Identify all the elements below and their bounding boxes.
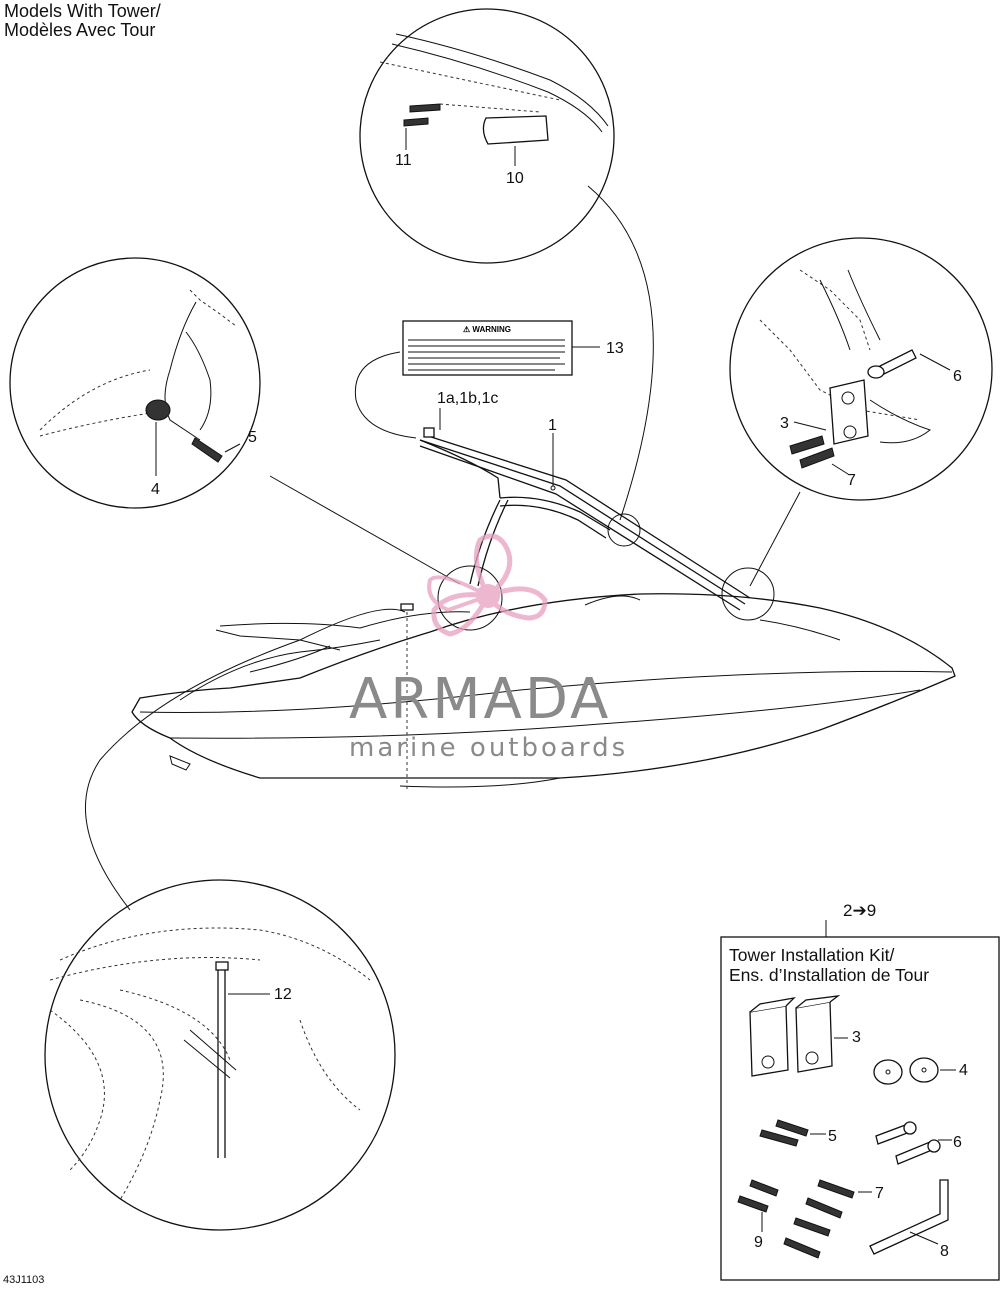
kit-bolt-7d (783, 1237, 821, 1259)
detail-marker-mirror (607, 513, 641, 547)
kit-callout-5: 5 (828, 1128, 837, 1145)
callout-4: 4 (151, 481, 160, 498)
kit-bolt-7c (793, 1217, 831, 1237)
kit-pin-6b (895, 1141, 933, 1165)
callout-1abc: 1a,1b,1c (437, 390, 498, 407)
mount-bracket-detail (829, 379, 869, 445)
bolt-detail-lower (799, 447, 835, 469)
detail-mirror (359, 8, 615, 264)
kit-washer-right (909, 1057, 939, 1083)
mirror-part (482, 115, 549, 145)
tower-frame (419, 427, 751, 611)
detail-marker-rear-mount (721, 567, 775, 621)
callout-11: 11 (395, 152, 412, 169)
figure-code: 43J1103 (3, 1274, 45, 1286)
kit-title-line2: Ens. d’Installation de Tour (729, 965, 930, 985)
kit-callout-9: 9 (754, 1234, 763, 1251)
kit-bracket-right (795, 1001, 833, 1073)
mirror-screw-upper (409, 103, 441, 113)
brand-watermark-name: ARMADA (349, 667, 612, 732)
page-title: Models With Tower/ Modèles Avec Tour (4, 2, 161, 40)
brand-logo-propeller (427, 533, 548, 637)
kit-box (720, 936, 1000, 1281)
callout-7: 7 (847, 472, 856, 489)
kit-callout-8: 8 (940, 1243, 949, 1260)
clevis-pin-detail (879, 349, 917, 375)
kit-washer-left (873, 1059, 903, 1085)
callout-13: 13 (606, 340, 624, 357)
boat-hull (131, 593, 956, 788)
kit-hex-key (869, 1179, 949, 1255)
kit-callout-3: 3 (852, 1029, 861, 1046)
bolt-detail-upper (789, 435, 825, 455)
kit-bolt-5b (775, 1119, 809, 1137)
page-title-line2: Modèles Avec Tour (4, 20, 156, 40)
kit-range-label: 2➔9 (843, 901, 877, 920)
bolt-detail (191, 437, 223, 463)
detail-pin (44, 879, 396, 1231)
pin-head (215, 961, 229, 971)
kit-bolt-7b (805, 1197, 843, 1219)
kit-bracket-left (749, 1005, 789, 1077)
detail-marker-front-mount (437, 565, 503, 631)
leader-lines (84, 185, 827, 937)
detail-rear-mount (729, 237, 993, 501)
kit-callout-4: 4 (959, 1062, 968, 1079)
callout-6: 6 (953, 368, 962, 385)
kit-callout-6: 6 (953, 1134, 962, 1151)
tower-end-cap-marker (423, 427, 435, 438)
warning-decal-heading: ⚠ WARNING (463, 325, 511, 334)
detail-front-mount (9, 257, 261, 509)
callout-5: 5 (248, 429, 257, 446)
kit-bolt-9a (749, 1179, 779, 1197)
kit-title-line1: Tower Installation Kit/ (729, 945, 895, 965)
warning-decal: ⚠ WARNING (402, 320, 573, 376)
callout-3: 3 (780, 415, 789, 432)
washer-detail (145, 399, 171, 421)
page-title-line1: Models With Tower/ (4, 1, 161, 21)
callout-1: 1 (548, 417, 557, 434)
callout-12: 12 (274, 986, 292, 1003)
kit-bolt-7a (817, 1179, 855, 1199)
callout-labels: 13 1a,1b,1c 1 11 10 4 5 6 3 7 12 3 4 5 6… (151, 152, 968, 1260)
kit-title: Tower Installation Kit/ Ens. d’Installat… (729, 945, 929, 985)
callout-10: 10 (506, 170, 524, 187)
kit-bolt-9b (737, 1195, 769, 1213)
kit-bolt-5a (759, 1129, 799, 1147)
kit-callout-7: 7 (875, 1185, 884, 1202)
mirror-screw-lower (403, 117, 429, 127)
brand-watermark-tagline: marine outboards (349, 733, 629, 763)
